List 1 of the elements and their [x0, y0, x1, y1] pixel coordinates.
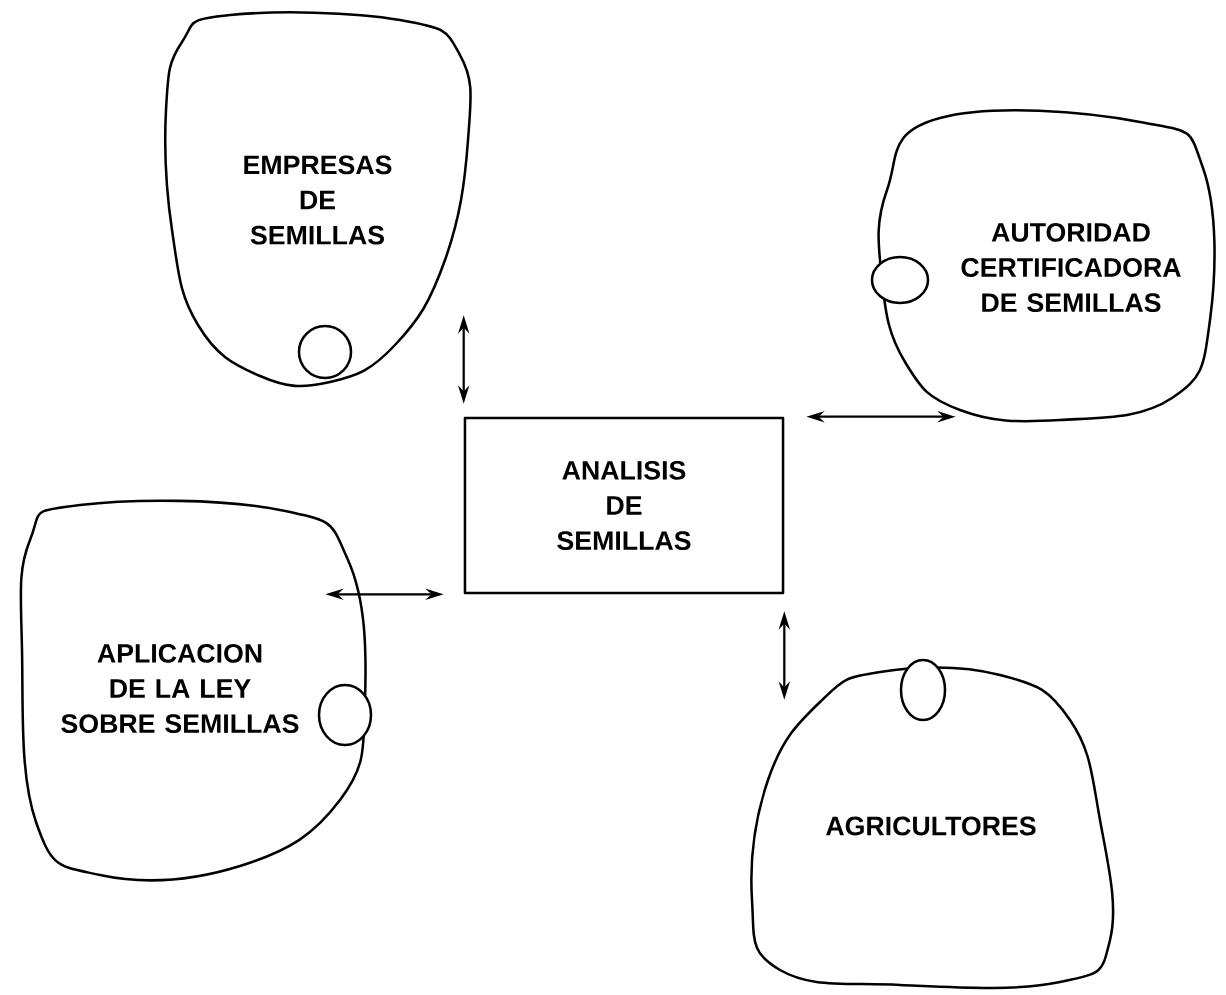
process-box: ANALISIS DE SEMILLAS: [463, 416, 785, 595]
